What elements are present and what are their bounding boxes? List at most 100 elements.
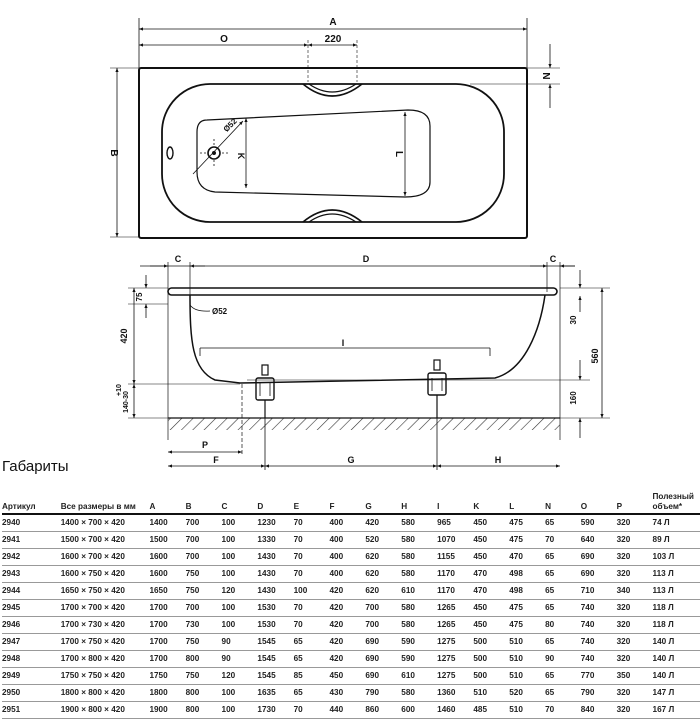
table-cell: 470 (509, 549, 546, 566)
column-header: P (616, 492, 653, 515)
table-cell: 70 (293, 515, 330, 532)
table-cell: 70 (293, 549, 330, 566)
table-cell: 100 (293, 583, 330, 600)
column-header: D (257, 492, 294, 515)
table-cell: 590 (580, 515, 617, 532)
column-header: K (473, 492, 510, 515)
table-cell: 475 (509, 532, 546, 549)
table-cell: 2940 (2, 515, 61, 532)
table-cell: 620 (365, 583, 402, 600)
table-cell: 1070 (437, 532, 474, 549)
label-h: H (495, 455, 502, 465)
column-header: C (221, 492, 258, 515)
table-cell: 2947 (2, 634, 61, 651)
table-cell: 100 (221, 702, 258, 719)
table-cell: 103 Л (652, 549, 700, 566)
column-header: Артикул (2, 492, 61, 515)
table-cell: 100 (221, 532, 258, 549)
label-g: G (347, 455, 354, 465)
table-cell: 350 (616, 668, 653, 685)
column-header: E (293, 492, 330, 515)
table-cell: 700 (185, 549, 222, 566)
table-cell: 965 (437, 515, 474, 532)
table-cell: 710 (580, 583, 617, 600)
table-cell: 620 (365, 549, 402, 566)
label-a: A (329, 17, 336, 28)
table-cell: 450 (473, 549, 510, 566)
label-feet-plus: +10 (116, 384, 123, 396)
table-cell: 320 (616, 549, 653, 566)
table-cell: 320 (616, 617, 653, 634)
table-cell: 65 (545, 566, 581, 583)
table-cell: 1700 (149, 634, 186, 651)
table-cell: 1360 (437, 685, 474, 702)
label-feet-160: 160 (569, 391, 578, 405)
table-cell: 450 (473, 515, 510, 532)
label-height-560: 560 (590, 348, 600, 363)
label-f: F (213, 455, 219, 465)
table-cell: 2949 (2, 668, 61, 685)
table-cell: 500 (473, 634, 510, 651)
table-cell: 750 (185, 634, 222, 651)
table-cell: 2943 (2, 566, 61, 583)
table-cell: 580 (401, 566, 438, 583)
table-cell: 450 (473, 600, 510, 617)
table-cell: 65 (545, 685, 581, 702)
table-cell: 2945 (2, 600, 61, 617)
table-cell: 750 (185, 583, 222, 600)
table-cell: 1600 (149, 549, 186, 566)
table-cell: 510 (509, 702, 546, 719)
table-cell: 320 (616, 566, 653, 583)
table-cell: 320 (616, 651, 653, 668)
table-cell: 147 Л (652, 685, 700, 702)
table-cell: 1500 (149, 532, 186, 549)
table-cell: 65 (545, 668, 581, 685)
table-cell: 770 (580, 668, 617, 685)
table-cell: 470 (473, 566, 510, 583)
table-cell: 65 (545, 515, 581, 532)
table-cell: 320 (616, 685, 653, 702)
table-cell: 470 (473, 583, 510, 600)
table-cell: 690 (580, 566, 617, 583)
table-cell: 450 (329, 668, 366, 685)
table-cell: 420 (329, 583, 366, 600)
table-cell: 320 (616, 634, 653, 651)
table-cell: 1265 (437, 617, 474, 634)
label-c-left: C (175, 254, 182, 264)
column-header: O (580, 492, 617, 515)
table-cell: 1700 × 800 × 420 (60, 651, 150, 668)
table-cell: 100 (221, 600, 258, 617)
table-cell: 118 Л (652, 600, 700, 617)
table-cell: 510 (509, 651, 546, 668)
table-cell: 118 Л (652, 617, 700, 634)
table-cell: 70 (545, 702, 581, 719)
table-cell: 74 Л (652, 515, 700, 532)
table-cell: 65 (545, 600, 581, 617)
table-cell: 420 (329, 651, 366, 668)
table-cell: 1430 (257, 566, 294, 583)
table-cell: 1700 × 700 × 420 (60, 600, 150, 617)
table-cell: 1275 (437, 634, 474, 651)
table-cell: 70 (293, 600, 330, 617)
table-cell: 860 (365, 702, 402, 719)
label-feet-range: 140-30 (123, 391, 130, 413)
table-cell: 510 (473, 685, 510, 702)
table-cell: 1265 (437, 600, 474, 617)
label-220: 220 (325, 34, 342, 45)
table-cell: 1275 (437, 668, 474, 685)
table-cell: 100 (221, 685, 258, 702)
table-cell: 320 (616, 532, 653, 549)
table-cell: 690 (365, 668, 402, 685)
table-cell: 1600 × 700 × 420 (60, 549, 150, 566)
section-title: Габариты (2, 458, 69, 475)
table-cell: 1545 (257, 668, 294, 685)
label-p: P (202, 440, 208, 450)
